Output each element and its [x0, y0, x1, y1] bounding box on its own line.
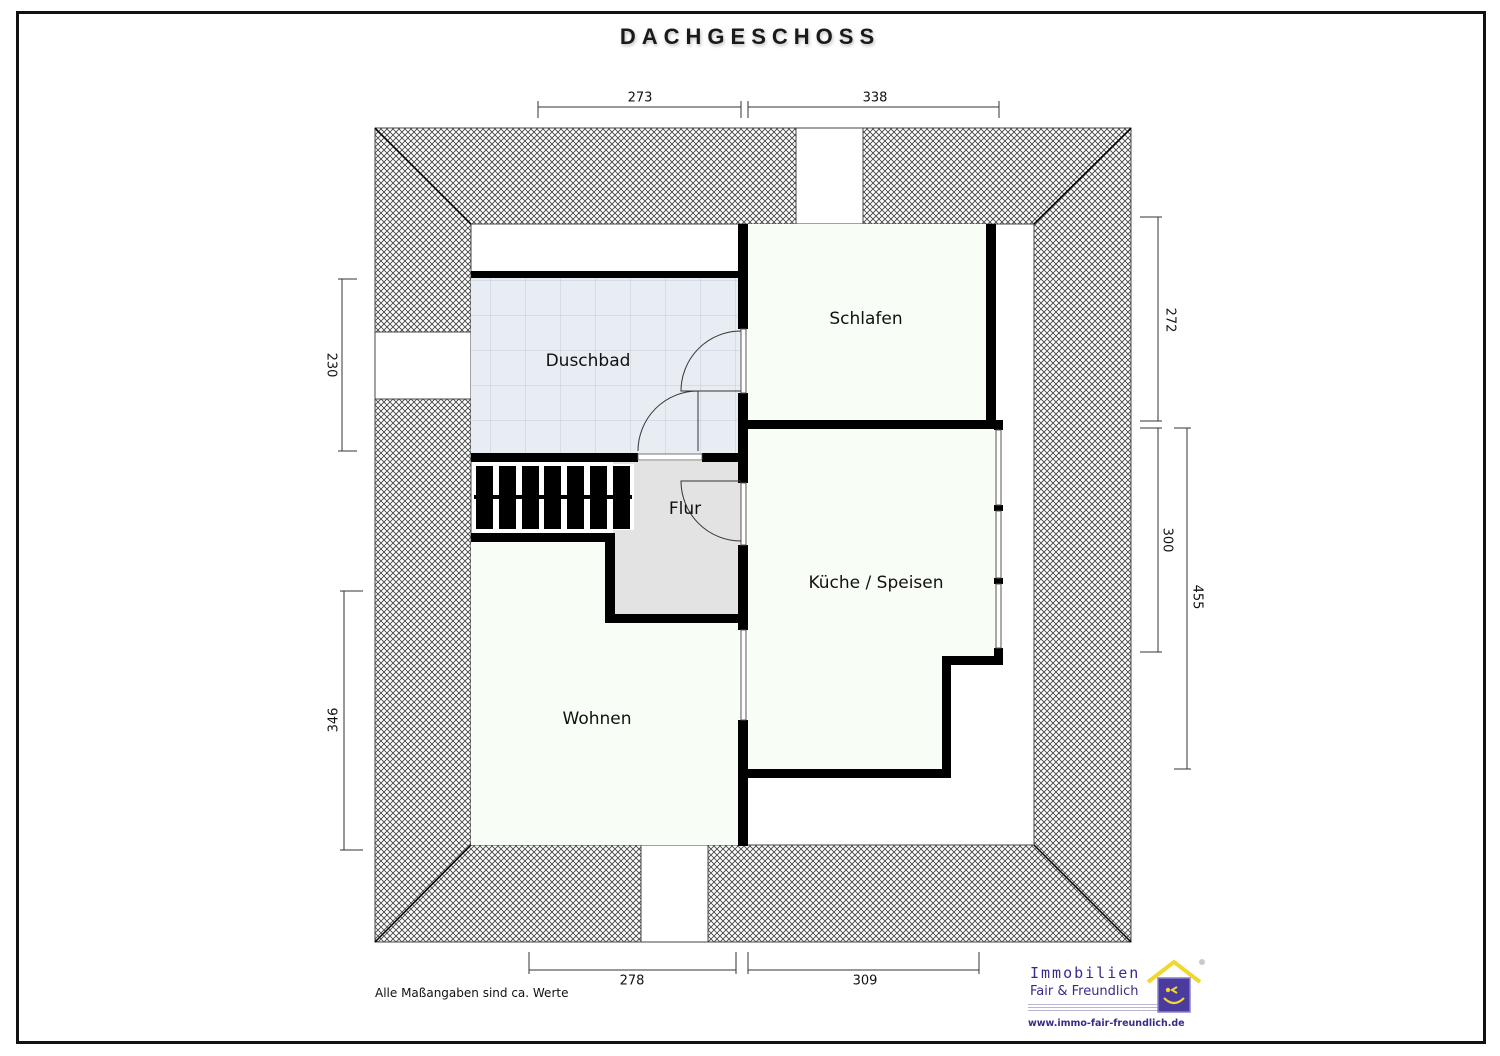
stairs: [474, 464, 634, 530]
room-label-kueche: Küche / Speisen: [808, 573, 944, 593]
dimension-bottom-left: 278: [619, 973, 645, 989]
dimension-lines: [338, 101, 1191, 974]
dimension-right-upper: 272: [1162, 307, 1178, 333]
page-title: DACHGESCHOSS: [619, 24, 881, 49]
dimension-right-middle: 300: [1159, 527, 1175, 553]
schlafen-area: [748, 224, 990, 420]
dimension-top-right: 338: [862, 90, 888, 106]
company-logo[interactable]: Immobilien Fair & Freundlich www.immo-fa…: [1026, 958, 1206, 1034]
room-label-flur: Flur: [668, 499, 702, 519]
wohnen-area: [471, 541, 743, 845]
logo-decor-lines: [1028, 1004, 1168, 1012]
flur-area: [613, 461, 743, 618]
logo-line1: Immobilien: [1030, 964, 1141, 982]
room-label-wohnen: Wohnen: [562, 709, 632, 729]
dimension-top-left: 273: [627, 90, 653, 106]
logo-url[interactable]: www.immo-fair-freundlich.de: [1028, 1018, 1185, 1029]
page-frame: [16, 11, 1486, 1044]
logo-line2: Fair & Freundlich: [1030, 984, 1139, 999]
measurement-note: Alle Maßangaben sind ca. Werte: [375, 986, 569, 1000]
dimension-left-upper: 230: [323, 352, 339, 378]
room-label-duschbad: Duschbad: [545, 351, 631, 371]
room-label-schlafen: Schlafen: [829, 309, 903, 329]
dimension-left-lower: 346: [326, 707, 342, 733]
walls: [471, 224, 1003, 846]
dimension-bottom-right: 309: [852, 973, 878, 989]
kueche-area: [748, 428, 998, 773]
dimension-right-outer: 455: [1189, 584, 1205, 610]
smiling-house-icon: [1146, 959, 1205, 1013]
